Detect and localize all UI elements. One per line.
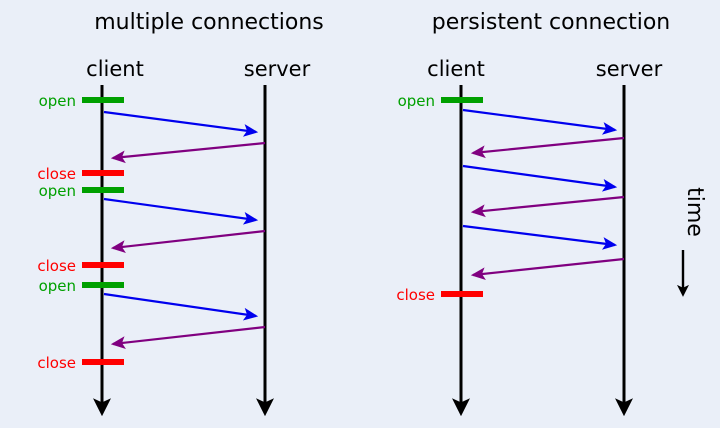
message-response-3-right [470,257,625,281]
panel-multiple-connections: multiple connections client server open … [37,10,324,417]
time-axis: time [677,187,707,297]
message-response-1-left [110,141,266,164]
event-label-open-1-left: open [39,92,76,110]
event-label-close-1-right: close [396,286,435,304]
actor-label-client-right: client [427,57,485,81]
event-label-close-3-left: close [37,354,76,372]
panel-title-persistent-connection: persistent connection [432,10,671,35]
message-response-2-left [110,229,266,253]
time-axis-label: time [682,187,707,237]
message-request-2-left [103,197,259,225]
event-label-open-2-left: open [39,182,76,200]
message-request-1-left [103,110,259,137]
event-label-close-2-left: close [37,257,76,275]
panel-title-multiple-connections: multiple connections [94,10,324,35]
message-response-2-right [470,195,625,218]
actor-label-server-right: server [596,57,663,81]
message-request-2-right [462,164,618,192]
message-response-3-left [110,325,266,349]
panel-persistent-connection: persistent connection client server open… [396,10,671,417]
event-label-close-1-left: close [37,165,76,183]
actor-label-server-left: server [244,57,311,81]
message-request-1-right [462,108,618,135]
message-request-3-left [103,292,259,321]
actor-label-client-left: client [86,57,144,81]
message-response-1-right [470,136,625,159]
event-label-open-1-right: open [398,92,435,110]
event-label-open-3-left: open [39,277,76,295]
message-request-3-right [462,224,618,250]
